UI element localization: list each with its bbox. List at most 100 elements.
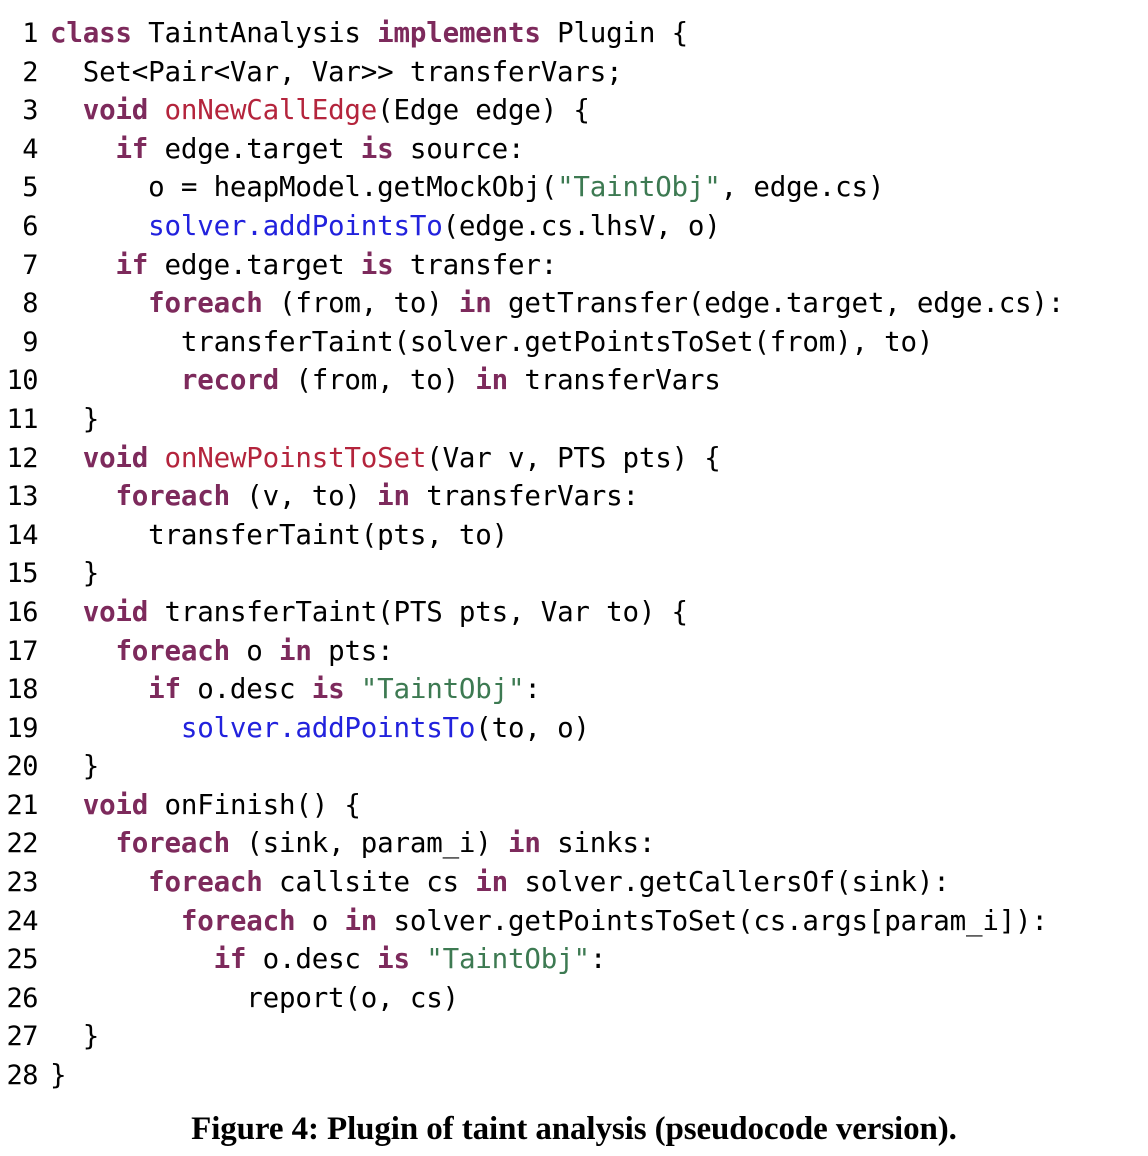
token-plain [50,287,148,319]
token-plain: report(o, cs) [50,981,459,1014]
line-number: 27 [6,1021,38,1053]
token-kw: foreach [148,866,263,899]
code-text: class TaintAnalysis implements Plugin { [50,14,688,53]
token-plain [50,596,83,628]
token-plain [50,133,115,165]
code-line: 9 transferTaint(solver.getPointsToSet(fr… [0,323,1148,362]
line-number: 15 [6,558,38,590]
code-text: o = heapModel.getMockObj("TaintObj", edg… [50,168,884,207]
code-text: foreach o in solver.getPointsToSet(cs.ar… [50,902,1048,941]
line-number: 17 [6,635,38,667]
token-plain: transferTaint(pts, to) [50,518,508,551]
token-kw: implements [377,17,541,49]
line-number: 8 [22,288,38,320]
line-number: 11 [6,403,38,435]
code-text: if edge.target is transfer: [50,246,557,285]
code-line: 19 solver.addPointsTo(to, o) [0,709,1148,748]
token-kw: void [82,94,149,127]
token-plain: (edge.cs.lhsV, o) [442,209,721,242]
token-kw: in [279,634,312,667]
token-kw: if [148,673,181,706]
token-plain [50,789,83,821]
token-kw: is [360,248,394,281]
token-kw: void [82,441,149,474]
token-plain: source: [393,132,525,165]
code-text: void onNewCallEdge(Edge edge) { [50,91,590,130]
code-line: 14 transferTaint(pts, to) [0,516,1148,555]
token-kw: is [377,943,410,976]
line-number: 9 [22,326,38,358]
token-str: "TaintObj" [557,171,721,204]
line-number: 21 [6,789,38,821]
token-plain: callsite cs [262,866,476,899]
token-plain: , edge.cs) [720,171,885,204]
code-line: 27 } [0,1017,1148,1056]
code-line: 16 void transferTaint(PTS pts, Var to) { [0,593,1148,632]
token-plain: } [50,557,100,590]
figure-caption: Figure 4: Plugin of taint analysis (pseu… [191,1111,957,1147]
code-text: } [50,400,100,439]
line-number: 23 [6,867,38,899]
token-plain: o [295,904,345,937]
token-plain [50,712,181,744]
line-number: 12 [6,442,38,474]
code-line: 5 o = heapModel.getMockObj("TaintObj", e… [0,168,1148,207]
token-plain: o = heapModel.getMockObj( [50,171,558,204]
token-plain [50,364,181,396]
line-number: 2 [22,56,38,88]
token-kw: class [50,17,132,49]
code-line: 28} [0,1056,1148,1095]
line-number: 16 [6,596,38,628]
token-plain: solver.getCallersOf(sink): [508,866,950,899]
code-line: 25 if o.desc is "TaintObj": [0,940,1148,979]
token-kw: in [475,866,508,899]
code-text: foreach (v, to) in transferVars: [50,477,639,516]
line-number: 28 [6,1060,38,1092]
line-number: 18 [6,674,38,706]
line-number: 20 [6,751,38,783]
token-plain [344,673,360,705]
token-str: "TaintObj" [426,943,590,976]
code-line: 12 void onNewPoinstToSet(Var v, PTS pts)… [0,439,1148,478]
token-kw: foreach [180,904,296,937]
token-plain [148,442,164,474]
token-plain: (from, to) [279,364,476,397]
token-plain: (to, o) [475,711,590,744]
line-number: 5 [22,172,38,204]
token-plain: onFinish() { [148,788,361,821]
token-plain [50,635,115,667]
token-plain: } [50,1020,100,1053]
token-plain: getTransfer(edge.target, edge.cs): [491,287,1065,320]
code-text: foreach o in pts: [50,632,393,671]
token-kw: in [377,480,410,513]
token-kw: foreach [115,634,230,667]
code-line: 8 foreach (from, to) in getTransfer(edge… [0,284,1148,323]
token-plain: transferVars: [409,480,639,513]
line-number: 3 [22,95,38,127]
code-text: foreach (sink, param_i) in sinks: [50,824,655,863]
line-number: 24 [6,905,38,937]
code-line: 13 foreach (v, to) in transferVars: [0,477,1148,516]
code-text: solver.addPointsTo(to, o) [50,709,590,748]
code-text: void onFinish() { [50,786,361,825]
token-plain: (Var v, PTS pts) { [426,441,721,474]
code-text: if o.desc is "TaintObj": [50,670,541,709]
token-plain [50,94,83,126]
line-number: 22 [6,828,38,860]
line-number: 13 [6,481,38,513]
code-line: 20 } [0,747,1148,786]
token-plain: transfer: [393,248,558,281]
code-text: solver.addPointsTo(edge.cs.lhsV, o) [50,207,721,246]
code-line: 24 foreach o in solver.getPointsToSet(cs… [0,902,1148,941]
code-text: foreach callsite cs in solver.getCallers… [50,863,950,902]
code-line: 3 void onNewCallEdge(Edge edge) { [0,91,1148,130]
token-plain: } [50,1059,67,1092]
token-plain [50,866,148,898]
code-line: 7 if edge.target is transfer: [0,246,1148,285]
token-plain: } [50,750,100,783]
token-plain: } [50,402,100,435]
token-plain: o.desc [246,943,378,976]
